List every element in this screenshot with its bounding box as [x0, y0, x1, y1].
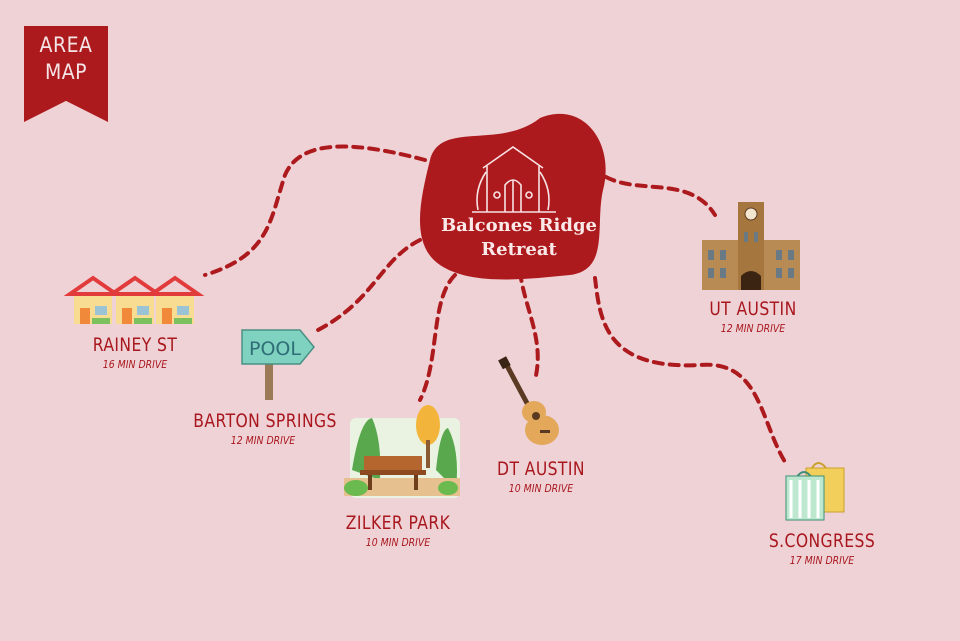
houses-icon — [63, 275, 205, 324]
retreat-title: Balcones Ridge Retreat — [432, 214, 606, 262]
retreat-title-line-1: Balcones Ridge — [440, 215, 598, 236]
retreat-title-line-2: Retreat — [481, 239, 557, 260]
route-dt — [518, 270, 540, 382]
route-rainey — [203, 144, 427, 277]
location-dt-austin: DT AUSTIN 10 MIN DRIVE — [476, 458, 606, 495]
location-drive-time: 16 MIN DRIVE — [102, 358, 168, 371]
location-name: DT AUSTIN — [497, 458, 585, 480]
location-drive-time: 12 MIN DRIVE — [720, 322, 786, 335]
location-barton-springs: BARTON SPRINGS 12 MIN DRIVE — [178, 410, 348, 447]
area-map-banner: AREA MAP — [24, 26, 108, 122]
guitar-icon — [498, 356, 559, 445]
pool-sign-text: POOL — [249, 338, 301, 360]
location-zilker-park: ZILKER PARK 10 MIN DRIVE — [330, 512, 466, 549]
location-drive-time: 10 MIN DRIVE — [365, 536, 431, 549]
banner-line-1: AREA — [39, 33, 93, 57]
location-drive-time: 10 MIN DRIVE — [508, 482, 574, 495]
location-rainey-st: RAINEY ST 16 MIN DRIVE — [70, 334, 200, 371]
banner-line-2: MAP — [44, 60, 88, 84]
location-s-congress: S.CONGRESS 17 MIN DRIVE — [752, 530, 892, 567]
location-ut-austin: UT AUSTIN 12 MIN DRIVE — [688, 298, 818, 335]
location-name: RAINEY ST — [92, 334, 178, 356]
location-drive-time: 12 MIN DRIVE — [230, 434, 296, 447]
location-name: UT AUSTIN — [709, 298, 797, 320]
location-name: BARTON SPRINGS — [193, 410, 337, 432]
route-ut — [604, 175, 717, 217]
shopping-bags-icon — [785, 462, 845, 521]
location-name: S.CONGRESS — [768, 530, 876, 552]
route-zilker — [418, 273, 457, 402]
location-name: ZILKER PARK — [345, 512, 451, 534]
university-tower-icon — [702, 202, 800, 290]
route-scongress — [593, 276, 787, 464]
location-drive-time: 17 MIN DRIVE — [789, 554, 855, 567]
retreat-house-icon — [472, 146, 556, 213]
pool-sign-icon: POOL — [241, 329, 315, 400]
route-barton — [316, 238, 422, 332]
park-bench-icon — [344, 405, 460, 498]
